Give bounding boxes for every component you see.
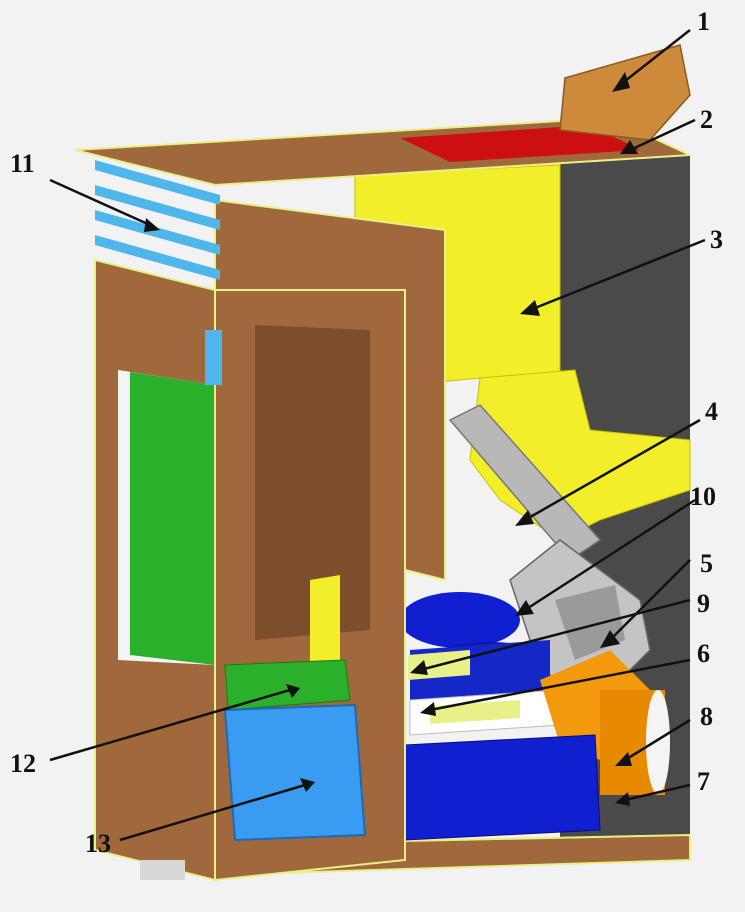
leader-arrowheads bbox=[144, 72, 638, 806]
label-8: 8 bbox=[700, 702, 713, 731]
label-5: 5 bbox=[700, 549, 713, 578]
hopper-lid-opening bbox=[400, 125, 640, 162]
green-side-panel bbox=[130, 372, 215, 665]
side-vent-slats bbox=[95, 160, 220, 280]
hopper-lid bbox=[559, 44, 691, 141]
combustion-fan bbox=[400, 592, 520, 648]
label-13: 13 bbox=[85, 829, 111, 858]
feed-auger-tube bbox=[448, 404, 602, 561]
label-7: 7 bbox=[697, 767, 710, 796]
label-11: 11 bbox=[10, 149, 35, 178]
label-12: 12 bbox=[10, 749, 36, 778]
igniter-opening bbox=[646, 690, 670, 794]
label-10: 10 bbox=[690, 482, 716, 511]
firebox-wall bbox=[255, 325, 370, 640]
label-4: 4 bbox=[705, 397, 718, 426]
label-6: 6 bbox=[697, 639, 710, 668]
label-3: 3 bbox=[710, 225, 723, 254]
small-yellow-block bbox=[310, 575, 340, 675]
label-1: 1 bbox=[697, 7, 710, 36]
leader-lines bbox=[49, 29, 706, 842]
upper-back-casing bbox=[214, 198, 446, 582]
side-bracket bbox=[205, 330, 222, 385]
ash-box bbox=[223, 703, 367, 842]
label-2: 2 bbox=[700, 105, 713, 134]
label-9: 9 bbox=[697, 589, 710, 618]
blower-box bbox=[404, 734, 601, 841]
left-foot bbox=[140, 860, 185, 880]
